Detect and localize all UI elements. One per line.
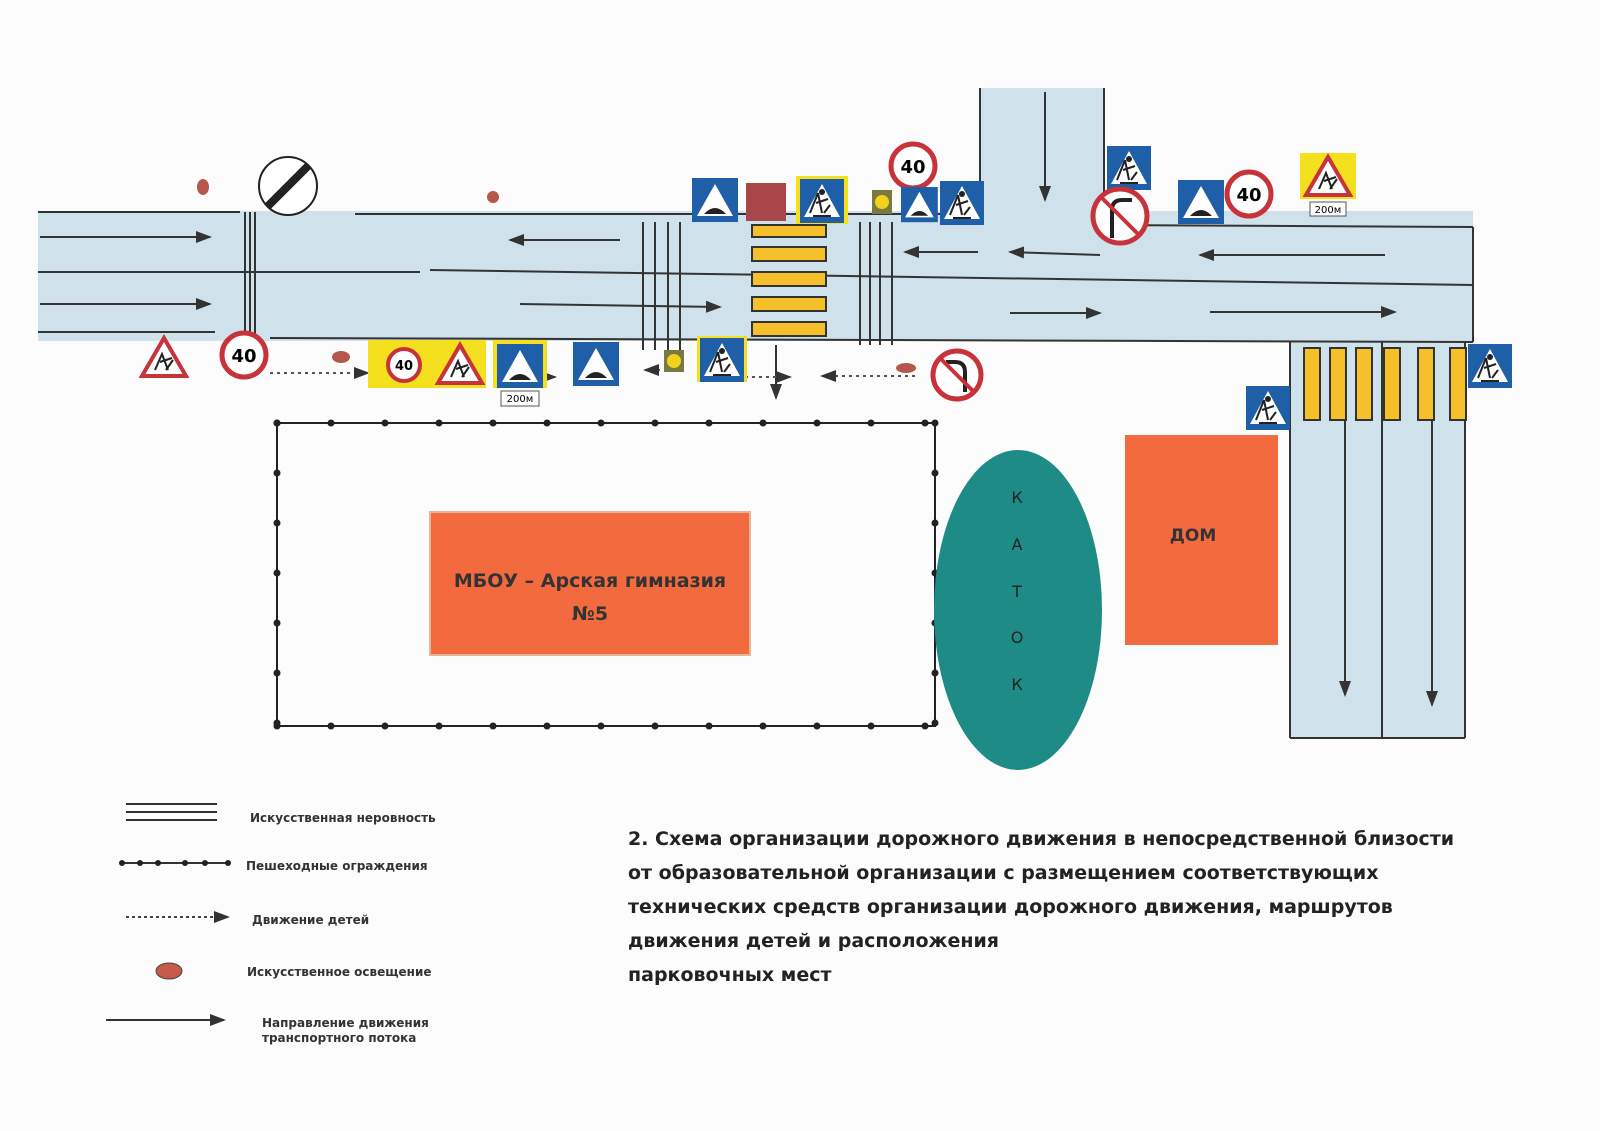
legend-traffic-direction-2: транспортного потока — [262, 1031, 416, 1045]
fence-post — [273, 519, 281, 527]
svg-text:40: 40 — [231, 346, 256, 367]
svg-text:К: К — [1011, 675, 1023, 694]
fence-post — [867, 722, 875, 730]
pedestrian-crossing-sign — [699, 337, 745, 383]
fence-post — [489, 419, 497, 427]
end-restrictions-sign — [258, 156, 318, 216]
children-warning-sign — [140, 336, 188, 378]
svg-text:А: А — [1012, 535, 1023, 554]
fence-post — [651, 722, 659, 730]
speed-bump-sign — [901, 187, 938, 223]
school-building: МБОУ – Арская гимназия №5 — [429, 511, 751, 656]
fence-post — [327, 419, 335, 427]
fence-post — [705, 419, 713, 427]
fence-post — [759, 722, 767, 730]
fence-post — [435, 419, 443, 427]
svg-text:40: 40 — [900, 157, 925, 178]
fence-post — [597, 722, 605, 730]
bus-stop-sign — [746, 183, 786, 221]
fence-post — [543, 419, 551, 427]
fence-post — [327, 722, 335, 730]
svg-text:К: К — [1011, 488, 1023, 507]
svg-text:40: 40 — [395, 359, 413, 374]
fence-post — [813, 419, 821, 427]
fence-post — [381, 722, 389, 730]
legend-speed-bump: Искусственная неровность — [250, 811, 436, 825]
house-building: ДОМ — [1125, 435, 1278, 645]
fence-post — [921, 419, 929, 427]
fence-post — [931, 669, 939, 677]
fence-post — [543, 722, 551, 730]
fence-post — [597, 419, 605, 427]
fence-post — [273, 469, 281, 477]
ice-rink: К А Т О К — [934, 450, 1102, 770]
fence-post — [273, 669, 281, 677]
fence-post — [921, 722, 929, 730]
svg-text:Т: Т — [1011, 582, 1022, 601]
speed-limit-sign: 40 — [219, 330, 269, 380]
fence-post — [813, 722, 821, 730]
traffic-light — [872, 190, 892, 214]
speed-bumps — [244, 212, 893, 350]
fence-post — [273, 619, 281, 627]
speed-bump-sign — [573, 342, 619, 386]
school-number: №5 — [572, 603, 608, 625]
fence-post — [759, 419, 767, 427]
speed-bump-sign — [497, 344, 543, 388]
pedestrian-crossing-sign — [799, 178, 845, 224]
pedestrian-crossing-sign — [1467, 343, 1513, 389]
fence-post — [931, 519, 939, 527]
legend-children-route: Движение детей — [252, 913, 369, 927]
fence-post — [489, 722, 497, 730]
fence-post — [705, 722, 713, 730]
pedestrian-crossing-sign — [1106, 145, 1152, 191]
traffic-light — [664, 350, 684, 372]
speed-bump-sign — [692, 178, 738, 222]
fence-post — [273, 719, 281, 727]
no-left-turn-sign — [930, 348, 984, 402]
svg-text:ДОМ: ДОМ — [1170, 526, 1217, 546]
svg-text:О: О — [1011, 628, 1024, 647]
svg-text:40: 40 — [1236, 185, 1261, 206]
no-right-turn-sign — [1090, 186, 1150, 246]
distance-plate: 200м — [507, 394, 534, 405]
legend-lighting: Искусственное освещение — [247, 965, 432, 979]
fence-post — [867, 419, 875, 427]
pedestrian-crossing-sign — [939, 180, 985, 226]
speed-bump-sign — [1178, 180, 1224, 224]
speed-limit-sign: 40 — [1224, 169, 1274, 219]
fence-post — [931, 469, 939, 477]
fence-post — [273, 419, 281, 427]
fence-post — [931, 419, 939, 427]
legend: Искусственная неровность Пешеходные огра… — [106, 803, 436, 1045]
scheme-title: 2. Схема организации дорожного движения … — [628, 828, 1455, 986]
pedestrian-crossing-sign — [1245, 385, 1291, 431]
legend-fence: Пешеходные ограждения — [246, 859, 428, 873]
fence-post — [931, 719, 939, 727]
fence-post — [273, 569, 281, 577]
lighting-lamps — [197, 179, 916, 373]
legend-traffic-direction: Направление движения — [262, 1016, 429, 1030]
fence-post — [381, 419, 389, 427]
crosswalk — [751, 224, 1467, 421]
fence-post — [435, 722, 443, 730]
fence-post — [651, 419, 659, 427]
main-road — [38, 88, 1474, 739]
speed-limit-sign: 40 — [888, 141, 938, 191]
speed-limit-sign: 40 — [386, 347, 422, 383]
school-name: МБОУ – Арская гимназия — [454, 570, 726, 592]
distance-plate: 200м — [1315, 205, 1342, 216]
